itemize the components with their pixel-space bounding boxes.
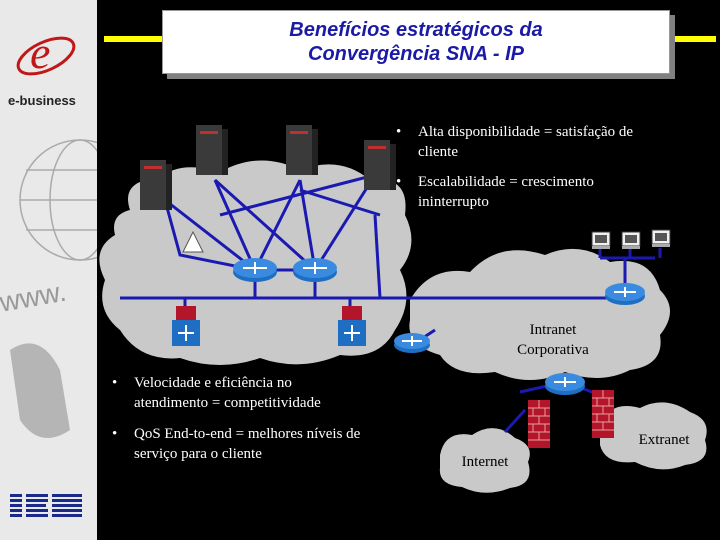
bullet-glyph: • <box>396 124 402 140</box>
title-accent-left <box>104 36 164 42</box>
router-icon <box>394 333 430 353</box>
ibm-logo-icon <box>10 494 82 517</box>
mainframe-icon <box>286 125 318 175</box>
title-accent-right <box>670 36 716 42</box>
intranet-cloud <box>409 248 670 380</box>
mainframe-servers <box>140 125 396 210</box>
internet-label: Internet <box>461 454 509 470</box>
alert-triangle-icon <box>182 230 204 253</box>
router-icon <box>545 373 585 395</box>
workstation-icon <box>621 231 641 249</box>
router-icon <box>293 258 337 282</box>
firewall-icon <box>528 400 550 448</box>
extranet-cloud <box>600 402 707 470</box>
svg-text:e: e <box>30 27 50 78</box>
firewall-icon <box>592 390 614 438</box>
workstation-icon <box>591 231 611 249</box>
switch-firewall-icon <box>338 306 366 346</box>
workstation-icon <box>651 229 671 247</box>
e-business-logo-icon: e <box>16 27 76 78</box>
mainframe-icon <box>140 160 172 210</box>
decorative-globe-icon: www. <box>0 139 97 438</box>
switch-firewall-icon <box>172 306 200 346</box>
extranet-label: Extranet <box>638 432 690 448</box>
bullet-glyph: • <box>112 375 118 391</box>
bullet-glyph: • <box>112 426 118 442</box>
title-line-2: Convergência SNA - IP <box>308 43 524 65</box>
mainframe-icon <box>196 125 228 175</box>
router-icon <box>233 258 277 282</box>
title-line-1: Benefícios estratégicos da <box>289 19 543 41</box>
internet-cloud <box>439 428 530 493</box>
router-icon <box>605 283 645 305</box>
brand-text: e-business <box>8 93 76 108</box>
bullet-glyph: • <box>396 174 402 190</box>
sidebar: e e-business www. <box>0 0 97 540</box>
mainframe-icon <box>364 140 396 190</box>
slide-title: Benefícios estratégicos da Convergência … <box>162 10 670 74</box>
